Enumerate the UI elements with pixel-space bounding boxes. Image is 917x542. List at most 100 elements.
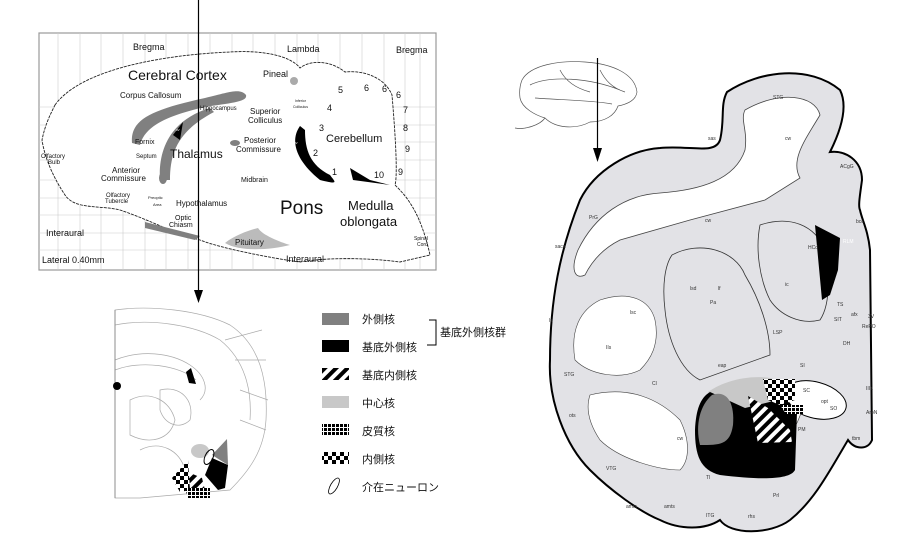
third-ventricle-label: 3V (176, 128, 180, 132)
region-label: cw (705, 218, 712, 224)
lobule-label: 6 (364, 83, 369, 93)
region-label: SO (830, 406, 837, 412)
posterior-commissure-label-2: Commissure (236, 145, 281, 154)
region-label: 3V (868, 314, 875, 320)
lobule-label: 2 (313, 148, 318, 158)
region-label: lf (718, 286, 721, 292)
region-label: SIT (834, 317, 842, 323)
medulla-label-1: Medulla (348, 198, 394, 213)
region-label: eap (718, 363, 727, 369)
posterior-commissure-shape (230, 140, 240, 146)
olfactory-tubercle-label-2: Tubercle (105, 199, 129, 205)
legend-swatch-basomedial (322, 368, 349, 380)
region-label: RLM (843, 239, 854, 245)
monkey-coronal-section: STG sas cw ACgG PrG saca cw HCd bcc RLM … (548, 72, 878, 533)
fourth-ventricle-shape (295, 126, 335, 183)
legend-swatch-central (322, 396, 349, 408)
lobule-label: 10 (374, 170, 384, 180)
rat-amygdala-nuclei (113, 368, 228, 498)
rat-coronal-section (114, 307, 269, 499)
brain-outline (41, 51, 431, 263)
region-label: STG (773, 95, 783, 101)
legend-label: 基底外側核 (362, 340, 417, 354)
rat-interneuron-outline (203, 449, 215, 465)
region-label: cw (785, 136, 792, 142)
lobule-label: 8 (403, 123, 408, 133)
hypothalamus-label: Hypothalamus (176, 199, 227, 208)
monkey-lateral-nucleus (698, 393, 734, 445)
monkey-caudate (757, 220, 829, 322)
monkey-region-labels: STG sas cw ACgG PrG saca cw HCd bcc RLM … (549, 95, 878, 520)
region-label: ots (569, 413, 576, 419)
fourth-ventricle-lower-shape (350, 168, 390, 185)
region-label: AroN (866, 410, 878, 416)
optic-chiasm-label-1: Optic (175, 215, 192, 222)
bregma-left-label: Bregma (133, 42, 165, 52)
region-label: tbm (852, 436, 860, 442)
region-label: TI (706, 475, 710, 481)
region-label: sas (708, 136, 716, 142)
pituitary-label: Pituitary (235, 238, 264, 247)
lobule-label: 1 (332, 167, 337, 177)
legend-label: 皮質核 (362, 424, 395, 438)
region-label: Cl (652, 381, 657, 387)
region-label: Pa (710, 300, 716, 306)
preoptic-label-1: Preoptic (148, 195, 163, 200)
spinal-cord-label-2: Cord (417, 242, 428, 248)
anterior-commissure-shape (159, 172, 167, 184)
pituitary-shape (225, 228, 290, 250)
monkey-lateral-ventricle (815, 225, 840, 300)
lobule-label: 9 (398, 167, 403, 177)
region-label: rhs (748, 514, 755, 520)
septum-label: Septum (136, 154, 157, 160)
region-label: IIIa (866, 386, 873, 392)
interaural-bottom-label: Interaural (286, 254, 324, 264)
lobule-label: 3 (319, 123, 324, 133)
region-label: amts (626, 504, 637, 510)
olfactory-bulb-label-2: Bulb (48, 160, 61, 166)
monkey-brain-thumbnail (514, 61, 638, 129)
region-label: Prl (773, 493, 779, 499)
legend-label: 基底内側核 (362, 368, 417, 382)
legend-swatch-interneuron (328, 477, 340, 495)
lobule-label: 4 (327, 103, 332, 113)
region-label: TS (837, 302, 844, 308)
bregma-right-label: Bregma (396, 45, 428, 55)
optic-chiasm-shape (145, 222, 200, 240)
region-label: DH (843, 341, 851, 347)
sagittal-brain-diagram: Bregma Lambda Bregma Interaural Interaur… (38, 32, 437, 271)
preoptic-label-2: Area (153, 202, 162, 207)
legend-swatch-basolateral (322, 340, 349, 352)
lobule-label: 9 (405, 144, 410, 154)
legend-swatch-lateral (322, 313, 349, 325)
section-plane-arrow (194, 0, 203, 303)
cerebellum-label: Cerebellum (326, 133, 382, 145)
monkey-section-plane-arrow (593, 58, 602, 162)
corpus-callosum-shape (131, 91, 247, 145)
rat-central-nucleus (191, 444, 209, 458)
posterior-commissure-label-1: Posterior (244, 136, 276, 145)
midbrain-label: Midbrain (241, 177, 268, 184)
legend-label: 介在ニューロン (362, 481, 439, 494)
fornix-shape (159, 108, 214, 180)
olfactory-tubercle-label-1: Olfactory (106, 193, 130, 199)
rat-basolateral-nucleus (205, 458, 228, 490)
pons-label: Pons (280, 198, 323, 219)
region-label: IIs (606, 345, 612, 351)
legend-label: 内側核 (362, 452, 395, 466)
rat-lateral-nucleus (212, 439, 228, 465)
region-label: HCd (808, 245, 818, 251)
region-label: ITG (706, 513, 714, 519)
legend-label: 中心核 (362, 396, 395, 410)
lobule-label: 6 (396, 90, 401, 100)
region-label: LSP (773, 330, 783, 336)
lateral-label: Lateral 0.40mm (42, 255, 105, 265)
rat-cortical-nucleus (185, 488, 210, 498)
region-label: ACgG (840, 164, 854, 170)
olfactory-bulb-label-1: Olfactory (41, 154, 65, 160)
monkey-basomedial-nucleus (748, 396, 792, 443)
fornix-label: Fornix (135, 139, 155, 146)
pineal-label: Pineal (263, 69, 288, 79)
region-label: RePO (862, 324, 876, 330)
